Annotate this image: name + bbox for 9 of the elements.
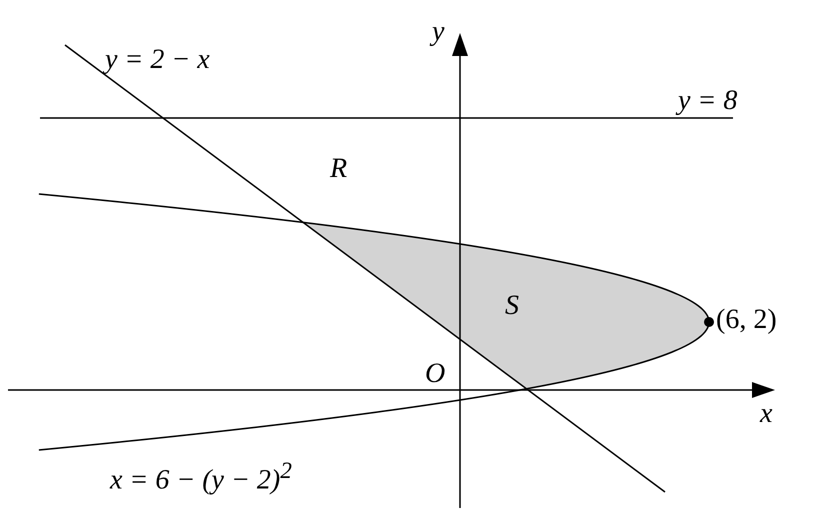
origin-label: O [425, 360, 446, 388]
equation-label: x = 6 − (y − 2)$^{2}$ [110, 460, 292, 494]
region-label: S [505, 292, 519, 320]
axis-label: y [432, 18, 444, 46]
coordinate-label: (6, 2) [716, 306, 777, 334]
equation-label: y = 2 − x [105, 46, 210, 74]
region-label: R [330, 155, 348, 183]
axis-label: x [760, 400, 772, 428]
equation-label: y = 8 [678, 87, 738, 115]
